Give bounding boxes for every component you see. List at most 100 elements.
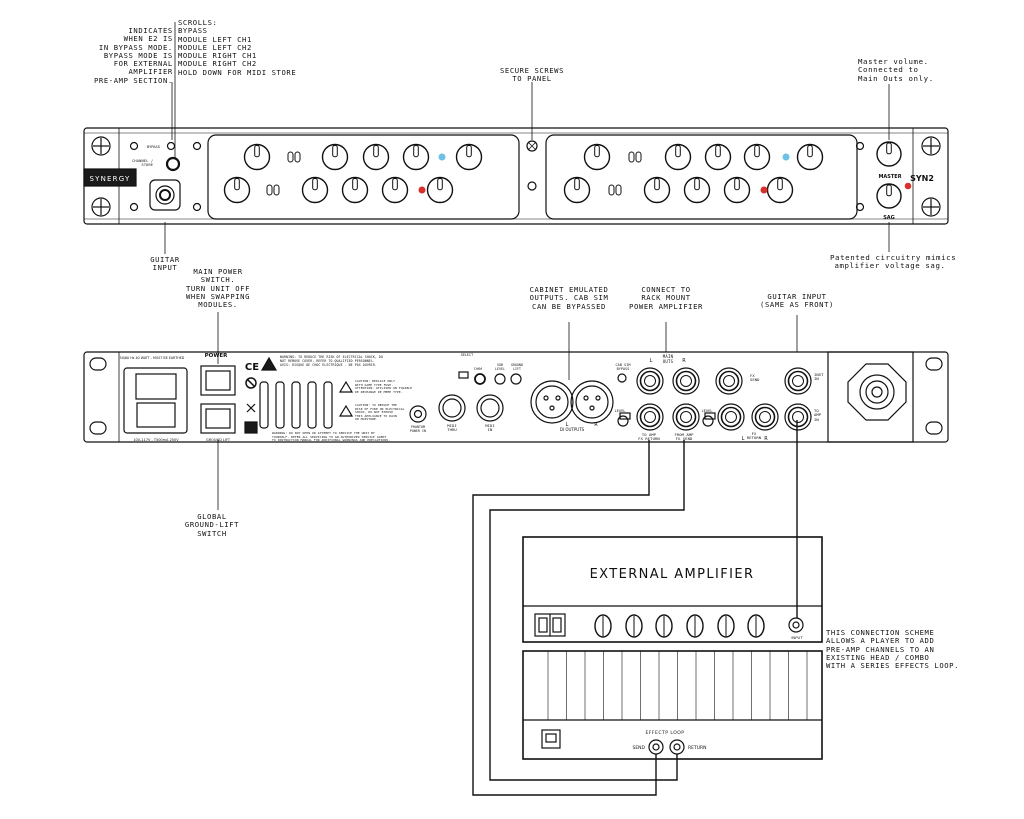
amp-input-jack[interactable] (788, 617, 804, 633)
channel-store-label: CHANNEL / STORE (132, 159, 154, 168)
amp-fx-send-jack[interactable] (648, 739, 664, 755)
switch-pair[interactable] (628, 151, 642, 163)
master-knob[interactable] (876, 141, 902, 167)
sub-level-label: SUB LEVEL (494, 363, 506, 371)
external-amplifier (522, 536, 823, 760)
effects-loop-label: EFFECTP LOOP (645, 730, 684, 736)
vent-slots (259, 381, 333, 429)
di-l-label: L (566, 422, 569, 428)
caution-fire-text: CAUTION: TO REDUCE THE RISK OF FIRE OR E… (355, 403, 405, 422)
front-knob[interactable] (664, 143, 692, 171)
inst-in-label: INST IN (814, 372, 824, 382)
cab-sim-bypass-switch[interactable] (617, 373, 627, 383)
front-knob[interactable] (563, 176, 591, 204)
to-amp-fx-return-jack[interactable] (636, 403, 664, 431)
di-output-left[interactable] (530, 380, 574, 424)
sag-knob-body[interactable] (876, 183, 902, 209)
master-label: MASTER (878, 174, 901, 180)
select-switch[interactable] (458, 371, 469, 379)
sag-knob[interactable] (876, 183, 902, 209)
front-knob[interactable] (683, 176, 711, 204)
amplifier-title: EXTERNAL AMPLIFIER (590, 567, 755, 582)
front-knob[interactable] (301, 176, 329, 204)
small-screw-icon (192, 202, 202, 212)
return-label: RETURN (688, 745, 707, 751)
sag-label: SAG (883, 215, 895, 221)
front-knob[interactable] (426, 176, 454, 204)
rack-screw-icon (91, 136, 941, 217)
fx-send-jack[interactable] (715, 367, 743, 395)
front-knob[interactable] (455, 143, 483, 171)
switch-pair[interactable] (266, 184, 280, 196)
select-label: SELECT (461, 353, 474, 357)
front-knob[interactable] (223, 176, 251, 204)
level-knob-left[interactable] (617, 415, 629, 427)
di-output-right[interactable] (570, 380, 614, 424)
iec-power-socket[interactable] (123, 367, 188, 434)
sub-level-knob[interactable] (494, 373, 506, 385)
small-screw-icon (129, 141, 139, 151)
main-outs-label: MAIN OUTS (662, 354, 674, 364)
caution-triangle-icon (338, 404, 354, 417)
phantom-power-jack[interactable] (409, 405, 427, 423)
midi-thru-port[interactable] (438, 394, 466, 422)
front-knob[interactable] (402, 143, 430, 171)
fx-return-right-jack[interactable] (751, 403, 779, 431)
connection-scheme-annotation: THIS CONNECTION SCHEME ALLOWS A PLAYER T… (826, 628, 960, 671)
power-switch[interactable] (200, 365, 236, 396)
ground-lift-small-switch[interactable] (510, 373, 522, 385)
front-knob[interactable] (583, 143, 611, 171)
amp-knob[interactable] (717, 614, 735, 638)
guitar-input-same-annotation: GUITAR INPUT (SAME AS FRONT) (760, 292, 834, 310)
front-knob[interactable] (243, 143, 271, 171)
rack-slot (925, 421, 943, 435)
channel-store-button[interactable] (165, 156, 181, 172)
amp-knob[interactable] (655, 614, 673, 638)
front-knob[interactable] (766, 176, 794, 204)
brand-badge (83, 168, 137, 187)
level-switch-left[interactable] (619, 412, 631, 420)
to-amp-fx-return-label: TO AMP FX RETURN (638, 432, 660, 442)
level-switch-right[interactable] (704, 412, 716, 420)
red-led (418, 186, 426, 194)
from-amp-fx-send-jack[interactable] (672, 403, 700, 431)
amp-knob[interactable] (594, 614, 612, 638)
main-out-right-jack[interactable] (672, 367, 700, 395)
front-knob[interactable] (704, 143, 732, 171)
ohm-selector-knob[interactable] (474, 373, 486, 385)
front-knob[interactable] (723, 176, 751, 204)
inst-in-jack[interactable] (784, 367, 812, 395)
fx-return-left-jack[interactable] (717, 403, 745, 431)
front-knob[interactable] (362, 143, 390, 171)
switch-pair[interactable] (608, 184, 622, 196)
channel-store-annotation: SCROLLS: BYPASS MODULE LEFT CH1 MODULE L… (178, 18, 297, 77)
rear-speaker-socket[interactable] (847, 363, 907, 421)
master-knob-body[interactable] (876, 141, 902, 167)
amp-knob[interactable] (625, 614, 643, 638)
connect-rack-annotation: CONNECT TO RACK MOUNT POWER AMPLIFIER (629, 285, 703, 311)
front-knob[interactable] (643, 176, 671, 204)
red-led (760, 186, 768, 194)
to-amp-in-jack[interactable] (784, 403, 812, 431)
power-label: POWER (205, 353, 229, 359)
switch-pair[interactable] (287, 151, 301, 163)
amp-knob[interactable] (747, 614, 765, 638)
amp-knob[interactable] (686, 614, 704, 638)
amp-fx-return-jack[interactable] (669, 739, 685, 755)
front-knob[interactable] (381, 176, 409, 204)
front-knob[interactable] (796, 143, 824, 171)
blue-led (782, 153, 790, 161)
front-knob[interactable] (743, 143, 771, 171)
ground-lift-switch[interactable] (200, 403, 236, 434)
midi-in-port[interactable] (476, 394, 504, 422)
amp-power-socket[interactable] (541, 729, 561, 749)
guitar-input-jack[interactable] (149, 179, 181, 211)
front-knob[interactable] (341, 176, 369, 204)
fx-send-label: FX SEND (750, 373, 760, 383)
front-knob[interactable] (321, 143, 349, 171)
level-label-left: LEVEL (615, 409, 626, 413)
level-knob-right[interactable] (702, 415, 714, 427)
main-out-left-jack[interactable] (636, 367, 664, 395)
